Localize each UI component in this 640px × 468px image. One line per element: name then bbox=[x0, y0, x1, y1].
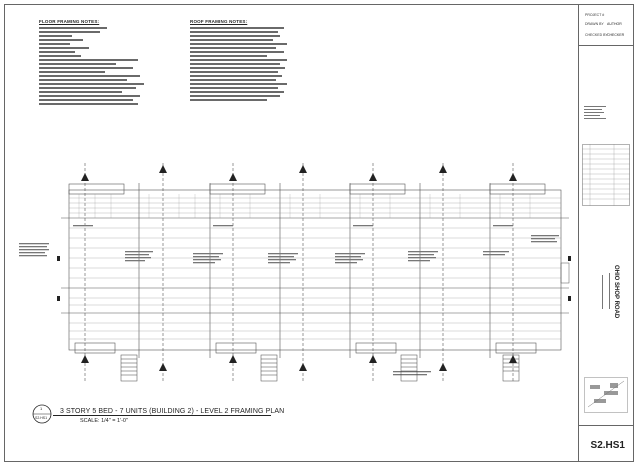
view-marker-sheet: S2.HS1 bbox=[35, 416, 48, 420]
framing-plan-drawing bbox=[19, 163, 571, 383]
plan-title: 3 STORY 5 BED - 7 UNITS (BUILDING 2) - L… bbox=[60, 408, 285, 415]
floor-notes-title: FLOOR FRAMING NOTES: bbox=[39, 19, 100, 24]
sheet-number-divider bbox=[579, 425, 633, 426]
view-marker bbox=[32, 404, 52, 424]
drawing-area: FLOOR FRAMING NOTES: ROOF FRAMING NOTES: bbox=[13, 13, 581, 463]
title-block-divider bbox=[579, 45, 633, 46]
checked-by-value: CHECKER bbox=[607, 33, 625, 37]
drawn-by-label: DRAWN BY bbox=[585, 22, 604, 26]
checked-by-label: CHECKED BY bbox=[585, 33, 608, 37]
site-key-plan bbox=[584, 377, 628, 413]
sheet-number: S2.HS1 bbox=[590, 440, 625, 451]
revision-table bbox=[582, 144, 630, 206]
project-number-label: PROJECT # bbox=[585, 13, 605, 17]
project-name: OHIO SHOP ROAD bbox=[613, 265, 619, 319]
roof-notes-title: ROOF FRAMING NOTES: bbox=[190, 19, 248, 24]
roof-framing-notes: ROOF FRAMING NOTES: bbox=[190, 19, 300, 101]
drawing-sheet: FLOOR FRAMING NOTES: ROOF FRAMING NOTES: bbox=[4, 4, 634, 462]
plan-title-underline bbox=[53, 415, 271, 416]
title-block: PROJECT # DRAWN BY AUTHOR CHECKED BY CHE… bbox=[578, 5, 633, 461]
floor-framing-notes: FLOOR FRAMING NOTES: bbox=[39, 19, 149, 105]
plan-scale: SCALE: 1/4" = 1'-0" bbox=[80, 418, 128, 424]
view-marker-number: 1 bbox=[40, 406, 43, 411]
drawn-by-value: AUTHOR bbox=[607, 22, 622, 26]
